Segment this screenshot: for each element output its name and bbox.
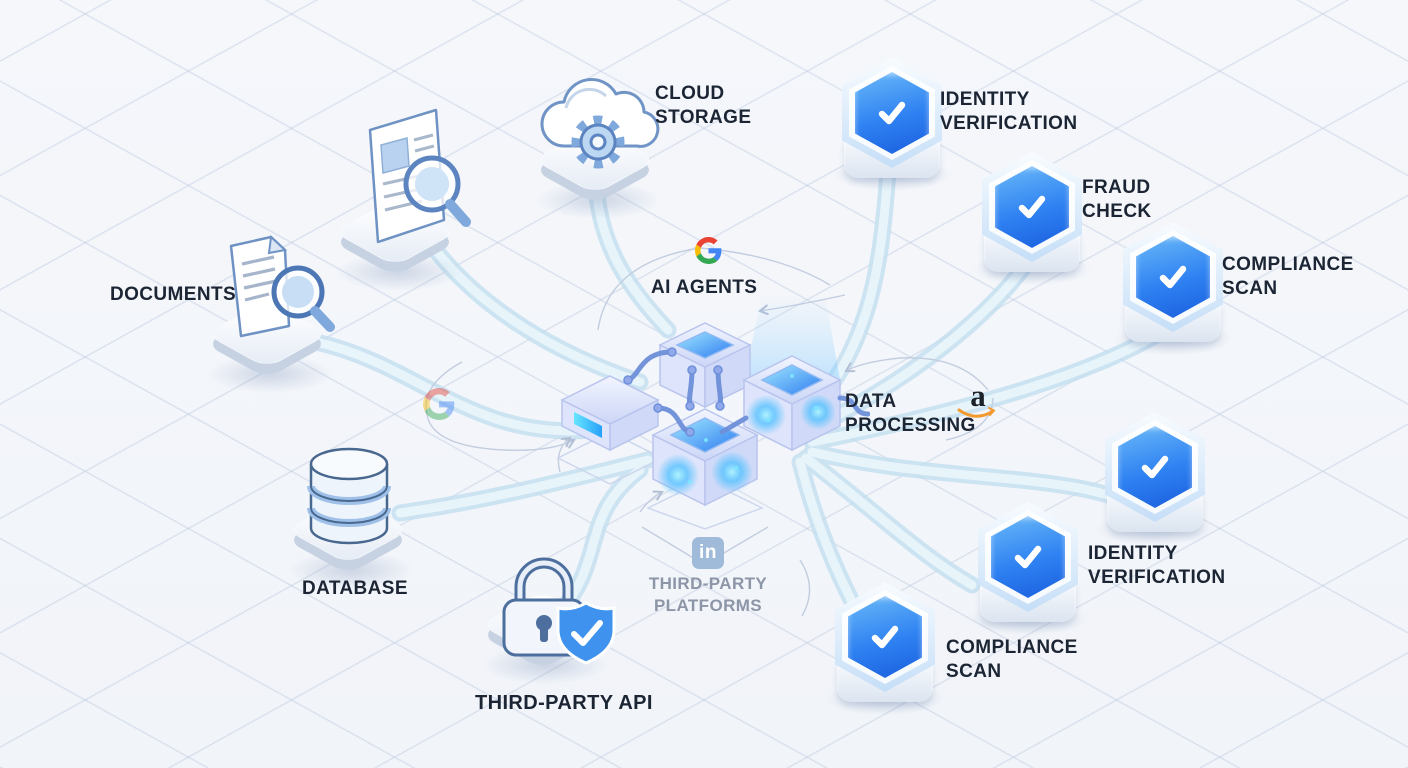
linkedin-icon: in: [692, 537, 724, 569]
secure-api-lock-icon: [502, 557, 616, 665]
cube-center: [651, 408, 759, 507]
badge-compliance-scan-top: [1111, 222, 1235, 356]
amazon-smile-icon: [957, 407, 995, 418]
label-compliance-scan-bottom: COMPLIANCE SCAN: [946, 637, 1078, 683]
database-icon: [307, 447, 391, 545]
documents-icon: [229, 234, 335, 338]
label-third-party-api: THIRD-PARTY API: [475, 692, 653, 714]
google-logo-faint-icon: [423, 388, 455, 420]
google-logo-icon: [695, 237, 722, 264]
check-icon: [1159, 265, 1187, 289]
label-data-processing: DATA PROCESSING: [845, 391, 976, 437]
ai-agents-cubes: [556, 295, 870, 530]
badge-verified-unlabeled: [1093, 412, 1217, 546]
cube-shadow-outlines: [556, 431, 764, 530]
cube-top: [658, 322, 752, 409]
connector-joints: [623, 347, 725, 437]
badge-compliance-scan-bottom: [823, 582, 947, 716]
label-identity-verification-top: IDENTITY VERIFICATION: [940, 89, 1078, 135]
badge-fraud-check: [970, 152, 1094, 286]
label-identity-verification-bottom: IDENTITY VERIFICATION: [1088, 543, 1226, 589]
cube-left: [560, 375, 660, 452]
check-icon: [1014, 545, 1042, 569]
id-card-search-icon: [368, 108, 471, 244]
light-beam: [744, 295, 840, 380]
check-icon: [1018, 195, 1046, 219]
label-documents: DOCUMENTS: [110, 284, 237, 305]
badge-identity-verification-top: [830, 58, 954, 192]
check-icon: [1141, 455, 1169, 479]
check-icon: [871, 625, 899, 649]
cloud-storage-icon: [540, 77, 660, 169]
label-compliance-scan-top: COMPLIANCE SCAN: [1222, 254, 1354, 300]
check-icon: [878, 101, 906, 125]
cube-right: [742, 355, 842, 452]
amazon-a: a: [970, 378, 986, 413]
label-third-party-platforms: THIRD-PARTY PLATFORMS: [648, 574, 768, 615]
badge-identity-verification-bottom: [966, 502, 1090, 636]
sparkles: [688, 374, 818, 484]
label-database: DATABASE: [302, 578, 408, 599]
label-cloud-storage: CLOUD STORAGE: [655, 83, 752, 129]
amazon-logo: a: [956, 380, 1000, 421]
label-ai-agents: AI AGENTS: [651, 277, 758, 298]
label-fraud-check: FRAUD CHECK: [1082, 177, 1152, 223]
